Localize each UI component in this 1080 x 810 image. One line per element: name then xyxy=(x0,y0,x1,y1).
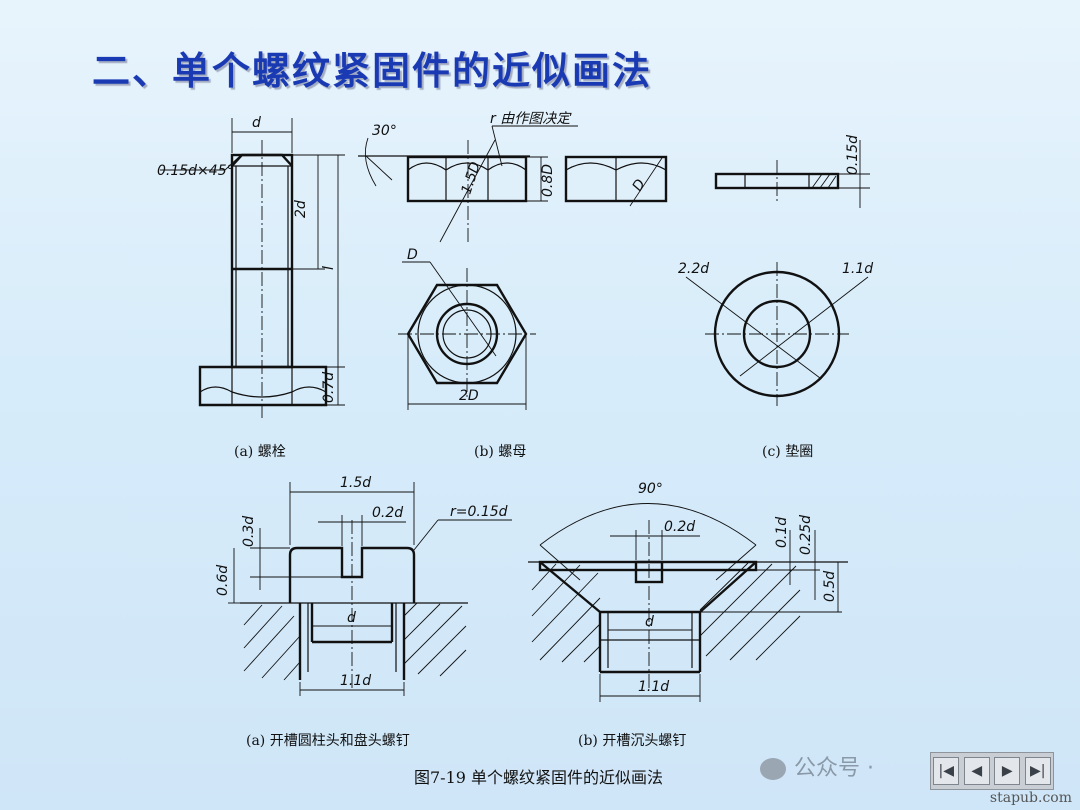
csk-02d-label: 0.2d xyxy=(664,519,695,535)
washer-015d-label: 0.15d xyxy=(845,135,861,175)
source-url: stapub.com xyxy=(989,790,1072,806)
screw-r-label: r=0.15d xyxy=(450,504,508,520)
countersunk-screw-drawing: 90° 0.2d 0.1d 0.25d 0.5d d 1.1d xyxy=(528,481,848,702)
caption-countersunk-screw: (b) 开槽沉头螺钉 xyxy=(578,733,686,749)
caption-slotted-screw: (a) 开槽圆柱头和盘头螺钉 xyxy=(246,732,410,749)
nut-D-side-label: D xyxy=(630,176,649,194)
slotted-screw-drawing: 1.5d 0.2d r=0.15d 0.3d 0.6d d 1.1d xyxy=(215,475,512,696)
last-slide-button[interactable]: ▶| xyxy=(1024,757,1051,785)
next-slide-button[interactable]: ▶ xyxy=(994,757,1021,785)
csk-025d-label: 0.25d xyxy=(798,515,814,555)
nut-08D-label: 0.8D xyxy=(540,164,556,197)
csk-01d-label: 0.1d xyxy=(774,517,790,548)
nut-2D-label: 2D xyxy=(459,388,479,404)
nut-top-view: D 2D xyxy=(398,247,536,410)
csk-11d-label: 1.1d xyxy=(638,679,669,695)
previous-slide-button[interactable]: ◀ xyxy=(963,757,990,785)
screw-d-label: d xyxy=(347,610,356,626)
washer-11d-label: 1.1d xyxy=(842,261,873,277)
screw-11d-label: 1.1d xyxy=(340,673,371,689)
bolt-l-label: l xyxy=(321,266,337,270)
wechat-icon xyxy=(760,758,786,780)
watermark-text: 公众号 · xyxy=(794,756,874,781)
caption-bolt: (a) 螺栓 xyxy=(234,444,286,460)
nut-side-view: 30° r 由作图决定 1.5D 0.8D D xyxy=(358,111,668,245)
bolt-chamfer-label: 0.15d×45° xyxy=(157,163,234,179)
bolt-07d-label: 0.7d xyxy=(321,372,337,403)
bolt-2d-label: 2d xyxy=(293,200,309,218)
washer-22d-label: 2.2d xyxy=(678,261,709,277)
watermark: 公众号 · xyxy=(760,750,874,782)
washer-drawing: 0.15d 2.2d 1.1d xyxy=(678,135,873,406)
slide-navigation: |◀ ◀ ▶ ▶| xyxy=(930,752,1054,790)
bolt-d-label: d xyxy=(252,115,261,131)
csk-90deg-label: 90° xyxy=(638,481,663,497)
nut-r-label: r 由作图决定 xyxy=(490,111,572,127)
csk-d-label: d xyxy=(645,614,654,630)
nut-30deg-label: 30° xyxy=(372,123,397,139)
screw-15d-label: 1.5d xyxy=(340,475,371,491)
figure-caption: 图7-19 单个螺纹紧固件的近似画法 xyxy=(414,768,663,787)
nut-D-top-label: D xyxy=(407,247,418,263)
screw-03d-label: 0.3d xyxy=(241,516,257,547)
screw-06d-label: 0.6d xyxy=(215,565,231,596)
first-slide-button[interactable]: |◀ xyxy=(933,757,960,785)
nut-15D-label: 1.5D xyxy=(459,160,484,197)
csk-05d-label: 0.5d xyxy=(822,571,838,602)
slide-title: 二、单个螺纹紧固件的近似画法 xyxy=(92,49,653,93)
screw-02d-label: 0.2d xyxy=(372,505,403,521)
bolt-drawing: d 0.15d×45° 2d l 0.7d xyxy=(157,115,345,418)
caption-washer: (c) 垫圈 xyxy=(762,444,813,460)
caption-nut: (b) 螺母 xyxy=(474,444,526,460)
